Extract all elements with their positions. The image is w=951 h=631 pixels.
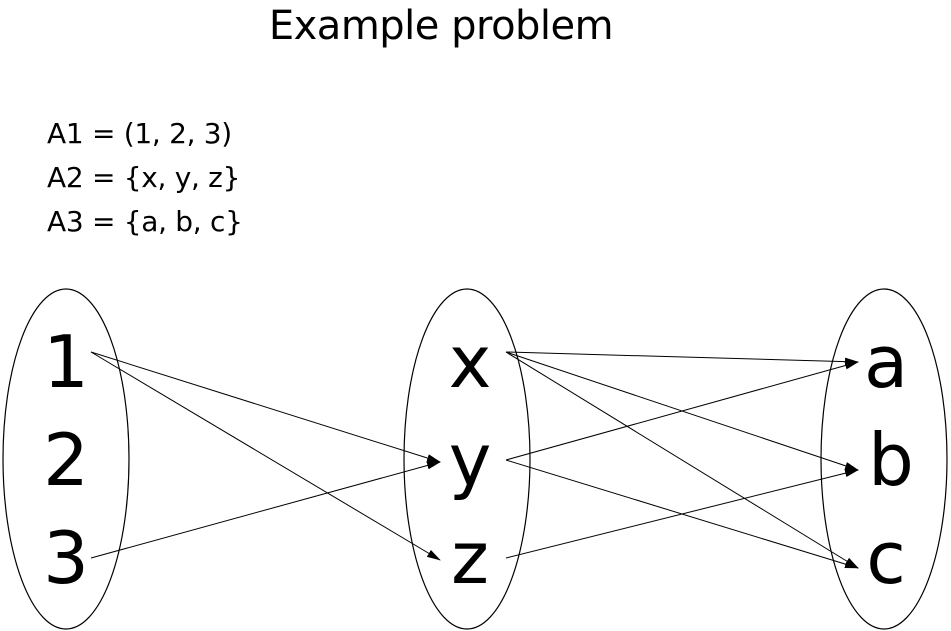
element-b: b <box>868 418 914 502</box>
element-z: z <box>451 516 489 600</box>
arrow-x-to-a <box>505 351 859 366</box>
arrow-1-to-z <box>90 351 441 561</box>
element-2: 2 <box>43 418 89 502</box>
element-a: a <box>864 320 908 404</box>
element-3: 3 <box>43 516 89 600</box>
arrow-z-to-b <box>505 469 859 559</box>
diagram-title: Example problem <box>268 3 614 49</box>
element-y: y <box>449 418 492 502</box>
arrow-3-to-y <box>90 461 441 559</box>
arrow-y-to-a <box>505 361 859 461</box>
arrow-1-to-y <box>90 351 441 463</box>
set-a3-ellipse <box>820 288 948 630</box>
arrow-layer <box>90 351 859 569</box>
set-definition-a3: A3 = {a, b, c} <box>47 205 243 238</box>
set-a1-ellipse <box>2 288 130 630</box>
set-definition-a2: A2 = {x, y, z} <box>47 161 241 194</box>
element-x: x <box>449 320 492 404</box>
element-c: c <box>866 516 906 600</box>
set-definition-a1: A1 = (1, 2, 3) <box>47 117 232 150</box>
set-a2-ellipse <box>403 288 531 630</box>
arrow-x-to-c <box>505 351 859 569</box>
element-1: 1 <box>43 320 89 404</box>
set-definitions: A1 = (1, 2, 3) A2 = {x, y, z} A3 = {a, b… <box>47 112 243 244</box>
